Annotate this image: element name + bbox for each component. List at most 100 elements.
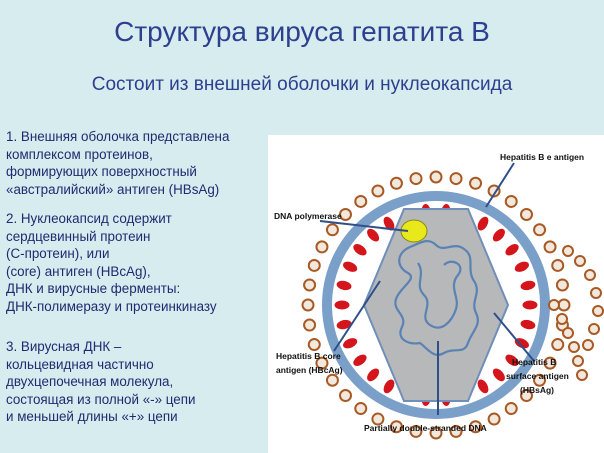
surface-antigen-bead [315, 356, 329, 370]
surface-antigen-bead [303, 318, 317, 332]
surface-antigen-bead [520, 207, 534, 221]
text-line: ДНК и вирусные ферменты: [6, 281, 181, 296]
surface-antigen-bead [325, 223, 339, 237]
free-antigen-bead [590, 287, 602, 299]
surface-antigen-bead [533, 223, 547, 237]
surface-antigen-bead [338, 207, 352, 221]
free-antigen-bead [556, 313, 568, 325]
pointer-dna-polymerase [319, 220, 409, 232]
core-antigen-bead [476, 215, 490, 232]
core-antigen-bead [352, 353, 368, 367]
paragraph-envelope: 1. Внешняя оболочка представлена комплек… [6, 128, 270, 198]
free-antigen-bead [574, 255, 586, 267]
free-antigen-bead [592, 305, 604, 317]
surface-antigen-bead [338, 389, 352, 403]
core-antigen-bead [382, 378, 396, 395]
core-antigen-bead [519, 279, 537, 292]
surface-antigen-bead [354, 194, 368, 208]
surface-antigen-bead [371, 412, 385, 426]
core-antigen-bead [521, 299, 539, 311]
label-surface-antigen-line1: Hepatitis B [512, 357, 556, 367]
surface-antigen-bead [504, 402, 518, 416]
surface-antigen-bead [301, 298, 315, 312]
surface-antigen-bead [449, 172, 463, 186]
surface-antigen-bead [303, 278, 317, 292]
text-line: состоящая из полной «-» цепи [6, 391, 196, 407]
virus-diagram: DNA polymerase Hepatitis B e antigen Hep… [268, 135, 604, 453]
surface-antigen-bead [487, 412, 501, 426]
free-antigen-bead [588, 323, 600, 335]
core-antigen-bead [382, 215, 396, 232]
free-antigen-bead [576, 369, 588, 381]
surface-antigen-bead [389, 420, 403, 434]
core-antigen-bead [342, 260, 359, 273]
label-e-antigen: Hepatitis B e antigen [500, 152, 584, 162]
core-antigen-bead [491, 367, 506, 383]
core-antigen-bead [335, 279, 353, 292]
surface-antigen-bead [325, 373, 339, 387]
surface-antigen-bead [533, 373, 547, 387]
text-line: комплексом протеинов, [6, 146, 153, 162]
label-dna: Partially double-stranded DNA [364, 423, 487, 433]
surface-antigen-bead [449, 424, 463, 438]
surface-antigen-bead [557, 298, 571, 312]
core-antigen-bead [504, 353, 520, 367]
free-antigen-bead [548, 299, 560, 311]
pointer-core-antigen [333, 280, 381, 352]
text-line: (С-протеин), или [6, 246, 110, 261]
text-line: 1. Внешняя оболочка представлена [6, 129, 230, 144]
surface-antigen-bead [429, 170, 443, 184]
free-antigen-bead [584, 269, 596, 281]
label-surface-antigen-line3: (HBsAg) [520, 385, 554, 395]
dna-strand [394, 239, 479, 356]
surface-antigen-bead [409, 424, 423, 438]
text-line: ДНК-полимеразу и протеинкиназу [6, 298, 217, 314]
core-antigen-bead [333, 299, 351, 311]
text-line: «австралийский» антиген (HBsAg) [6, 181, 220, 197]
text-line: (core) антиген (HBcAg), [6, 263, 151, 279]
core-antigen-bead [504, 243, 520, 257]
surface-antigen-bead [409, 172, 423, 186]
text-line: кольцевидная частично [6, 356, 154, 372]
text-line: и меньшей длины «+» цепи [6, 409, 178, 424]
pointer-surface-antigen [493, 312, 535, 362]
paragraph-nucleocapsid: 2. Нуклеокапсид содержит сердцевинный пр… [6, 210, 270, 315]
free-surface-antigen-chain [548, 245, 604, 381]
core-antigen-bead [519, 318, 537, 331]
surface-antigen-bead [429, 426, 443, 440]
surface-antigen-bead [371, 184, 385, 198]
surface-antigen-bead [307, 258, 321, 272]
virus-diagram-svg: DNA polymerase Hepatitis B e antigen Hep… [274, 152, 604, 440]
core-antigen-bead [352, 243, 368, 257]
surface-antigen-bead [469, 176, 483, 190]
core-antigen-bead [366, 367, 381, 383]
core-antigen-bead [366, 227, 381, 243]
free-antigen-bead [562, 245, 574, 257]
label-dna-polymerase: DNA polymerase [274, 211, 342, 221]
free-antigen-bead [562, 327, 574, 339]
pointer-e-antigen [485, 162, 515, 208]
surface-antigen-ring [301, 170, 571, 440]
text-line: двухцепочечная молекула, [6, 374, 174, 389]
core-antigen-bead [491, 227, 506, 243]
surface-antigen-bead [354, 402, 368, 416]
free-antigen-bead [568, 341, 580, 353]
slide-title: Структура вируса гепатита В [114, 16, 490, 47]
label-core-antigen-line1: Hepatitis B core [276, 351, 341, 361]
free-antigen-bead [582, 339, 594, 351]
surface-antigen-bead [543, 356, 557, 370]
text-line: 2. Нуклеокапсид содержит [6, 211, 172, 226]
surface-antigen-bead [551, 258, 565, 272]
core-antigen-bead [342, 337, 359, 350]
text-line: 3. Вирусная ДНК – [6, 339, 122, 354]
slide-subtitle: Состоит из внешней оболочки и нуклеокапс… [91, 74, 513, 95]
label-surface-antigen-line2: surface antigen [506, 371, 569, 381]
paragraph-dna: 3. Вирусная ДНК – кольцевидная частично … [6, 338, 270, 426]
surface-antigen-bead [504, 194, 518, 208]
free-antigen-bead [572, 355, 584, 367]
core-antigen-bead [513, 260, 530, 273]
surface-antigen-bead [543, 240, 557, 254]
text-line: формирующих поверхностный [6, 164, 197, 179]
surface-antigen-bead [389, 176, 403, 190]
surface-antigen-bead [315, 240, 329, 254]
